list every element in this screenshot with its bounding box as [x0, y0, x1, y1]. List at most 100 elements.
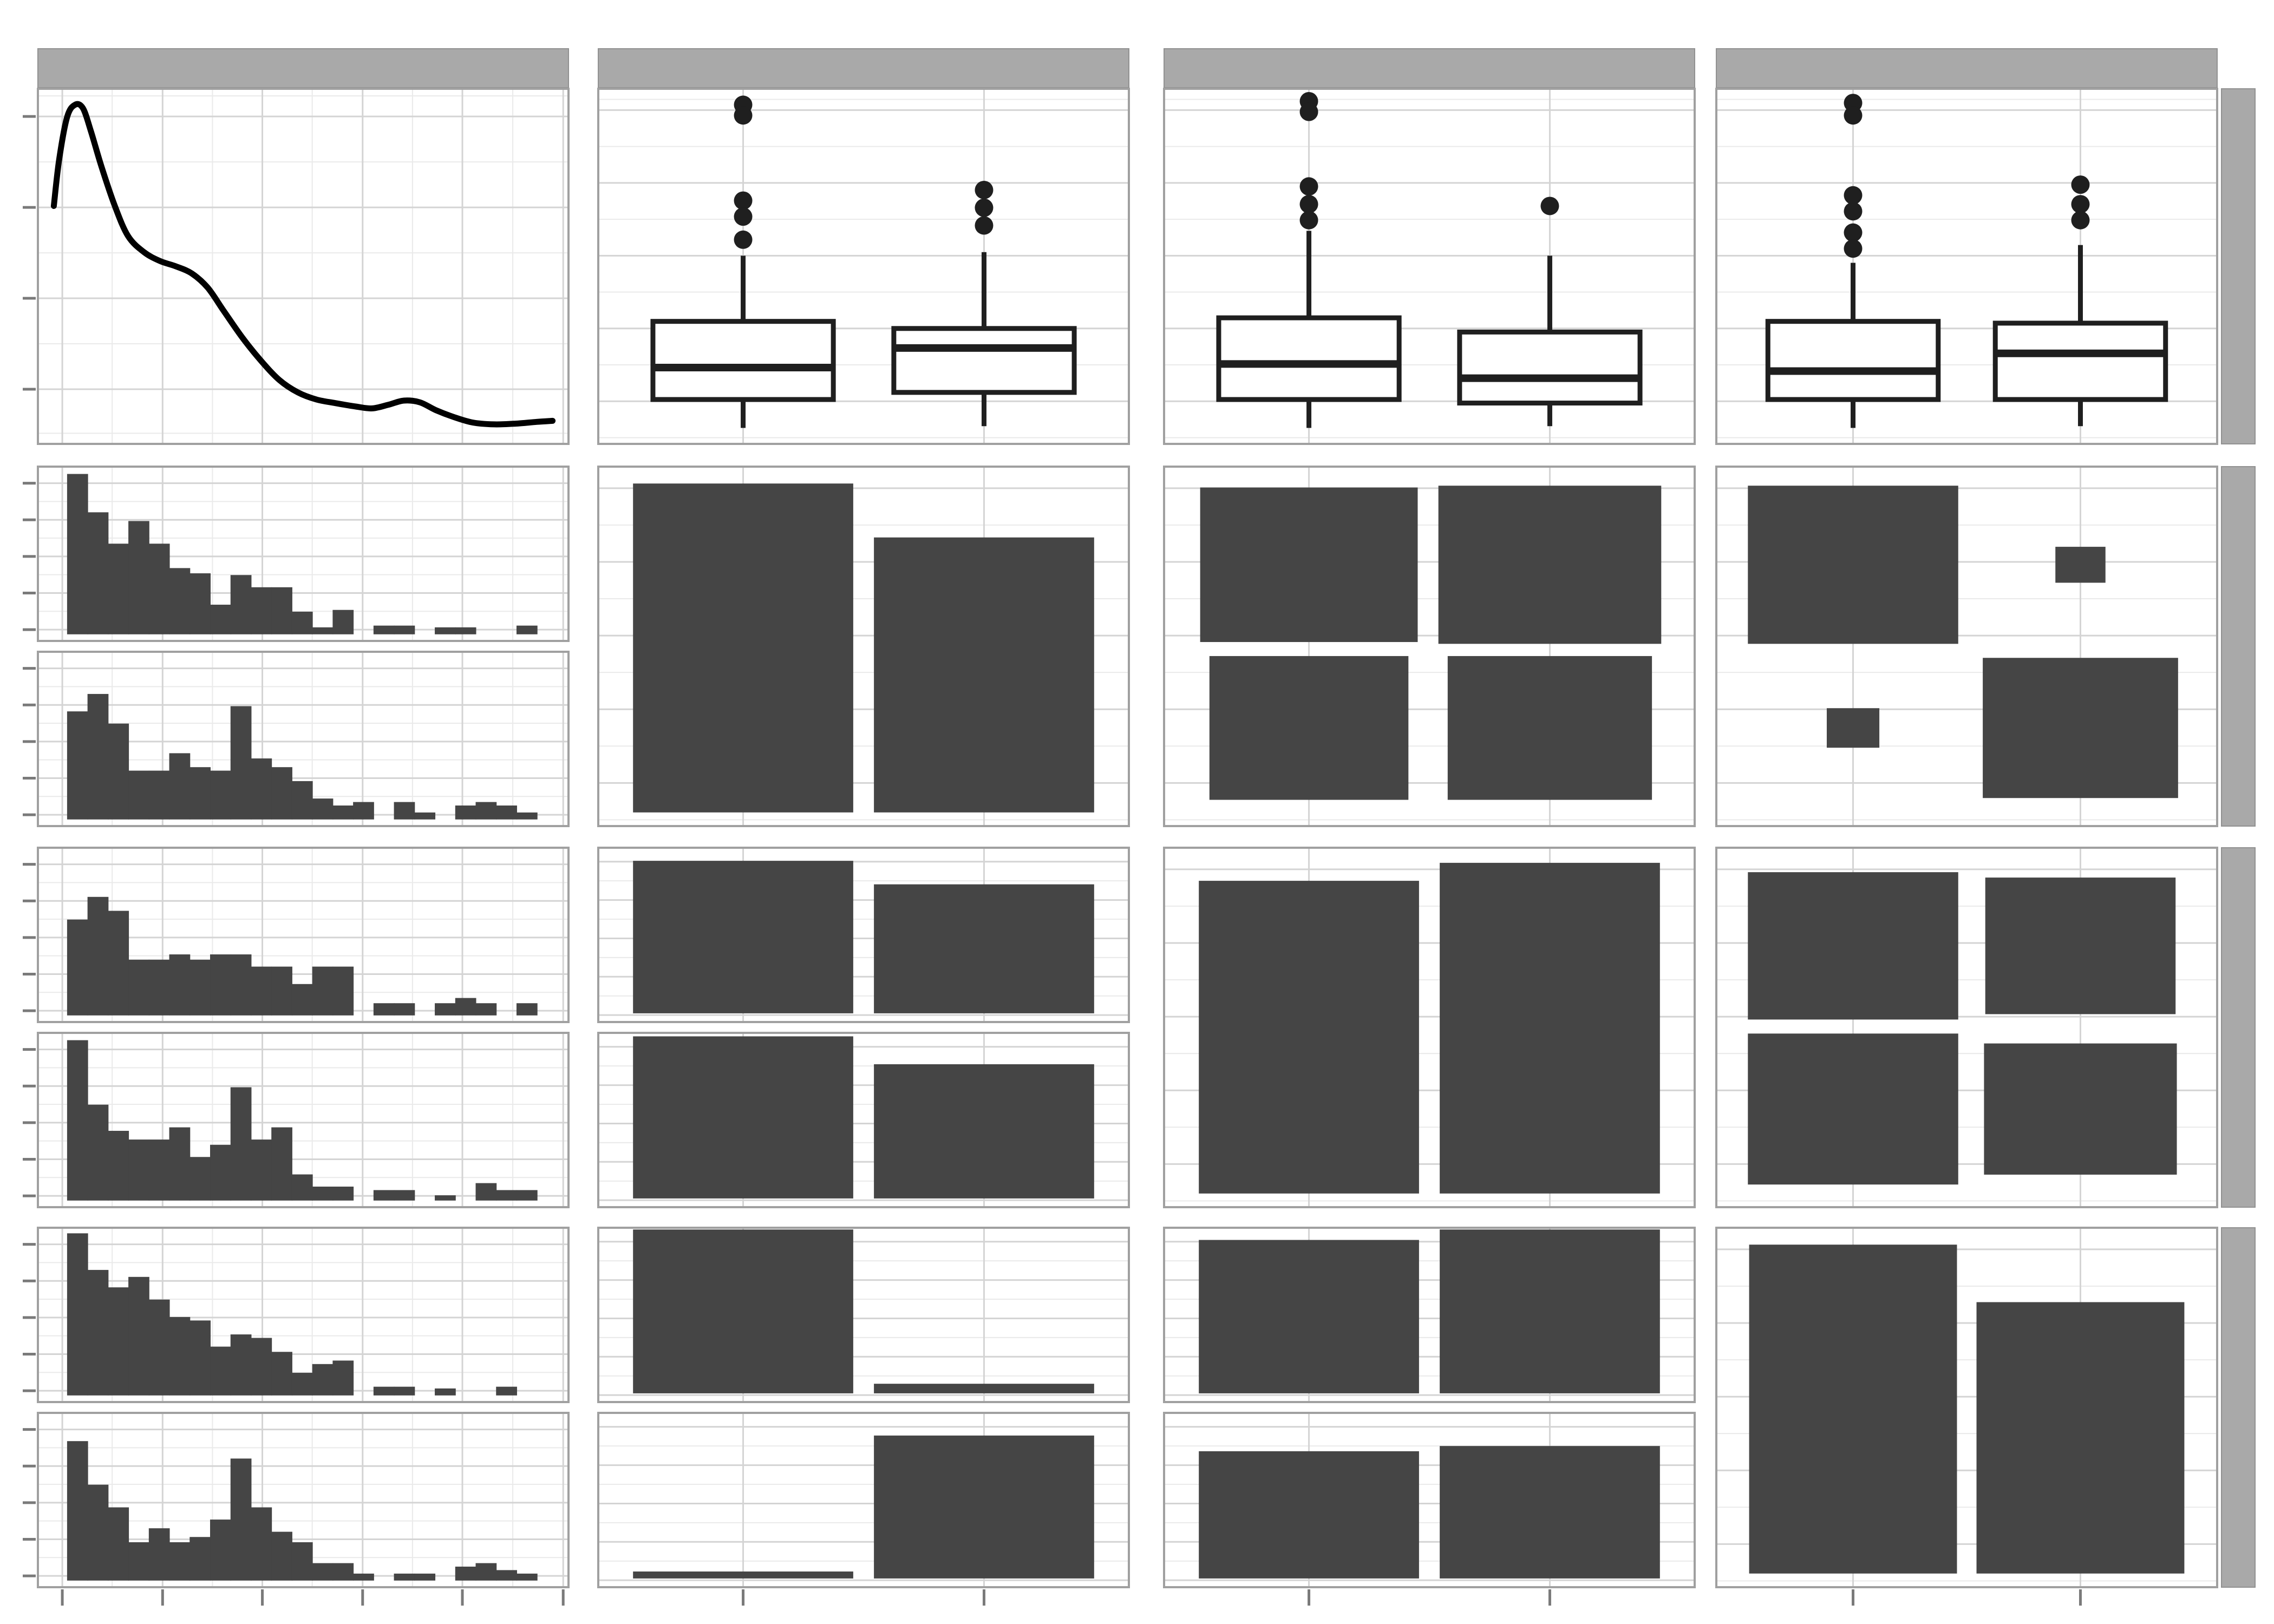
density-curve	[50, 101, 556, 428]
panel-r4c3-facet1	[1163, 1227, 1696, 1403]
hist-bar	[271, 587, 292, 634]
hist-bar	[87, 1104, 109, 1201]
count-rect	[2055, 547, 2106, 583]
panel-r3c2-facet1	[597, 847, 1130, 1023]
box	[1765, 319, 1941, 402]
bar	[1199, 881, 1419, 1194]
bar	[633, 1036, 853, 1199]
panel-r3c3	[1163, 847, 1696, 1208]
hist-bar	[108, 723, 129, 820]
series	[67, 1441, 538, 1581]
outlier-point	[734, 106, 753, 125]
hist-bar	[516, 1003, 538, 1016]
hist-bar	[312, 966, 334, 1016]
hist-bar	[271, 1352, 292, 1396]
count-rect	[1200, 487, 1418, 643]
outlier-point	[2071, 175, 2090, 194]
outlier-point	[1844, 239, 1863, 258]
outlier-point	[1540, 197, 1559, 215]
hist-bar	[190, 767, 211, 820]
hist-bar	[210, 605, 231, 634]
outlier-point	[975, 198, 994, 217]
series	[633, 1036, 1094, 1199]
hist-bar	[414, 1573, 436, 1581]
panel-r4c3-facet2	[1163, 1412, 1696, 1606]
outlier-point	[1844, 223, 1863, 242]
strip-right-4	[2221, 1227, 2256, 1588]
boxplot	[891, 180, 1077, 427]
panel-border	[1715, 466, 2218, 827]
hist-bar	[108, 543, 129, 634]
hist-bar	[435, 1003, 456, 1016]
hist-bar	[312, 1364, 334, 1396]
hist-bar	[394, 1573, 415, 1581]
series	[1199, 862, 1660, 1194]
hist-bar	[87, 693, 109, 820]
boxplot	[1992, 175, 2168, 427]
outlier-point	[1299, 211, 1318, 230]
hist-bar	[87, 1484, 109, 1581]
panel-r2c2	[597, 466, 1130, 827]
hist-bar	[230, 1087, 252, 1201]
bar	[633, 483, 853, 813]
hist-bar	[414, 812, 436, 820]
bar	[874, 884, 1094, 1013]
hist-bar	[87, 512, 109, 634]
hist-bar	[312, 627, 334, 634]
y-axis-ticks	[23, 863, 36, 1012]
hist-bar	[67, 474, 88, 634]
panel-r2c1-facet1	[23, 466, 570, 642]
hist-bar	[516, 812, 538, 820]
hist-bar	[332, 806, 354, 820]
hist-bar	[67, 1441, 88, 1581]
series	[1748, 872, 2177, 1185]
hist-bar	[190, 1320, 211, 1396]
hist-bar	[516, 1573, 538, 1581]
box	[1457, 329, 1643, 406]
panel-border	[1715, 88, 2218, 445]
bar	[874, 1384, 1094, 1393]
series	[1199, 1229, 1660, 1393]
panel-r4c1-facet2	[23, 1412, 570, 1606]
hist-bar	[455, 627, 476, 634]
panel-r3c1-facet2	[23, 1032, 570, 1208]
hist-bar	[496, 806, 517, 820]
hist-bar	[394, 1003, 415, 1016]
x-axis-ticks	[1308, 1589, 1551, 1606]
grid	[38, 89, 568, 444]
hist-bar	[128, 521, 149, 634]
panel-border	[1163, 88, 1696, 445]
outlier-point	[1844, 106, 1863, 125]
panel-r2c4	[1715, 466, 2218, 827]
strip-top-4	[1716, 48, 2218, 88]
hist-bar	[291, 984, 313, 1016]
bar	[1976, 1302, 2185, 1574]
hist-bar	[148, 1140, 170, 1201]
hist-bar	[67, 1233, 88, 1396]
bar	[633, 1571, 853, 1579]
series	[67, 1233, 517, 1396]
hist-bar	[148, 1299, 170, 1396]
hist-bar	[271, 1127, 292, 1201]
hist-bar	[291, 1372, 313, 1396]
hist-bar	[190, 573, 211, 634]
hist-bar	[435, 1195, 456, 1201]
hist-bar	[496, 1386, 517, 1396]
series	[50, 101, 556, 428]
hist-bar	[394, 1190, 415, 1201]
outlier-point	[734, 230, 753, 249]
hist-bar	[475, 1003, 497, 1016]
strip-right-2	[2221, 466, 2256, 827]
boxplot	[1216, 91, 1402, 428]
boxplot	[650, 95, 836, 428]
outlier-point	[734, 207, 753, 226]
panel-r2c3	[1163, 466, 1696, 827]
hist-bar	[230, 1334, 252, 1396]
hist-bar	[210, 1144, 231, 1201]
series	[67, 896, 538, 1016]
hist-bar	[353, 802, 374, 820]
hist-bar	[475, 802, 497, 820]
y-axis-ticks	[23, 1243, 36, 1392]
panel-border	[37, 651, 570, 827]
count-rect	[1826, 708, 1880, 748]
